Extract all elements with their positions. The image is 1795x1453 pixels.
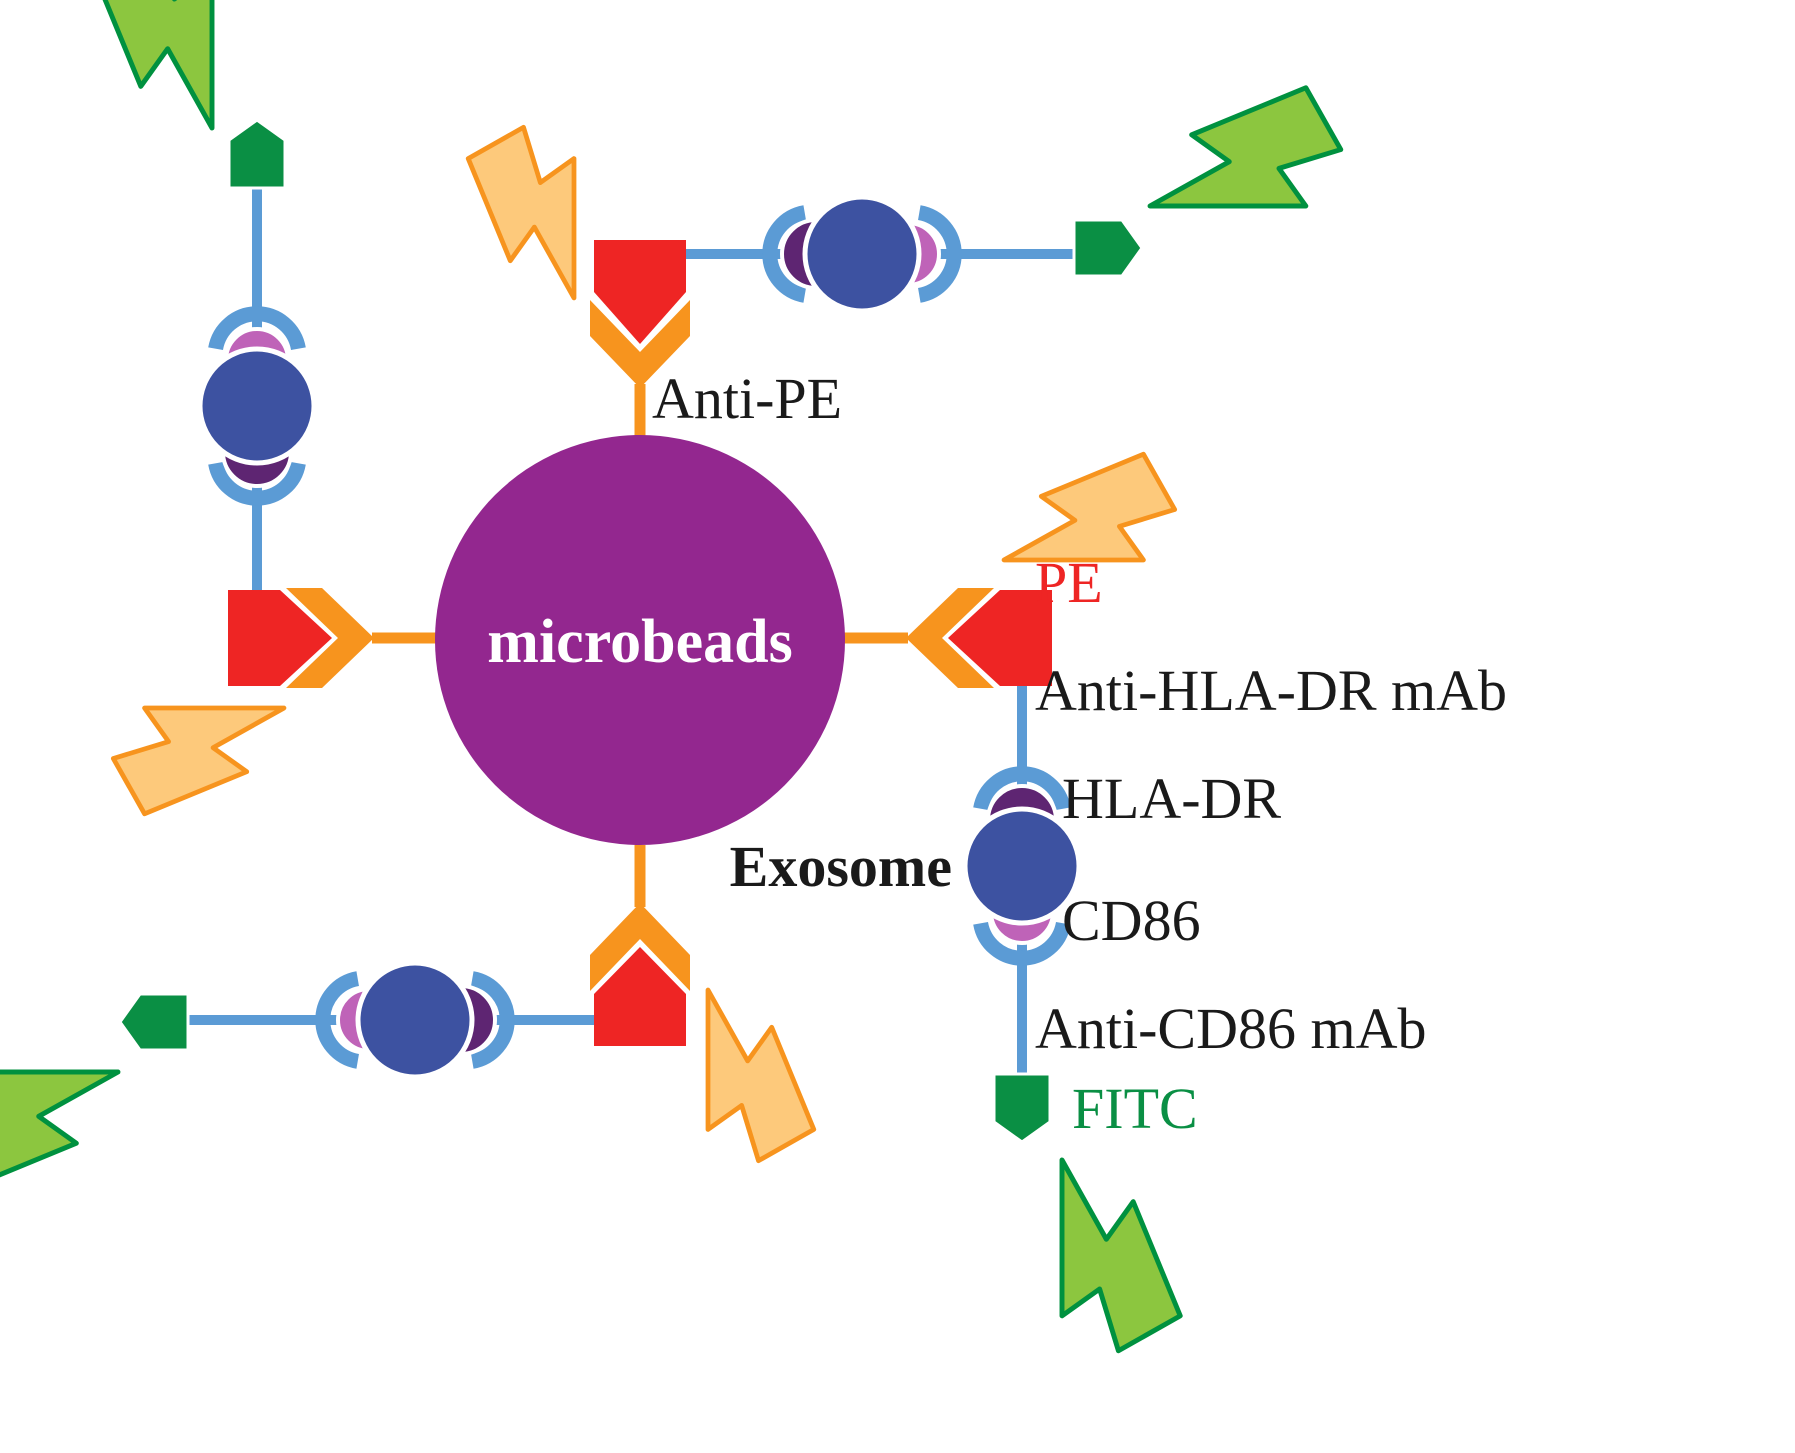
pe-chevron	[228, 590, 332, 686]
hla-dr-label: HLA-DR	[1062, 766, 1281, 831]
anti-pe-chevron	[590, 903, 690, 991]
fitc-flash-icon	[0, 994, 133, 1224]
exosome-complex	[770, 197, 954, 311]
right-arm: PE Anti-HLA-DR mAb HLA-DR Exosome CD86 A…	[730, 424, 1507, 1375]
anti-pe-chevron	[286, 588, 374, 688]
left-arm	[60, 0, 438, 844]
fitc-flash-icon	[1135, 54, 1365, 284]
fitc-pentagon	[227, 118, 287, 190]
pe-label: PE	[1035, 550, 1103, 615]
anti-pe-chevron	[906, 588, 994, 688]
cd86-label: CD86	[1062, 888, 1201, 953]
pe-chevron	[594, 947, 686, 1046]
microbead: microbeads	[435, 435, 845, 845]
fitc-flash-icon	[984, 1145, 1214, 1375]
anti-hla-dr-label: Anti-HLA-DR mAb	[1035, 658, 1507, 723]
fitc-pentagon	[118, 992, 190, 1052]
pe-chevron	[948, 590, 1052, 686]
fitc-label: FITC	[1072, 1076, 1198, 1141]
anti-pe-chevron	[590, 300, 690, 388]
top-arm: Anti-PE	[438, 54, 1365, 438]
anti-cd86-label: Anti-CD86 mAb	[1035, 996, 1427, 1061]
microbead-circle	[435, 435, 845, 845]
fitc-pentagon	[1072, 218, 1144, 278]
exosome-label: Exosome	[730, 834, 952, 899]
exosome-complex	[200, 314, 314, 498]
pe-chevron	[594, 240, 686, 344]
microbead-label: microbeads	[487, 608, 792, 676]
bottom-arm	[0, 845, 844, 1224]
anti-pe-label: Anti-PE	[652, 366, 842, 431]
exosome-complex	[323, 963, 507, 1077]
fitc-pentagon	[992, 1072, 1052, 1144]
